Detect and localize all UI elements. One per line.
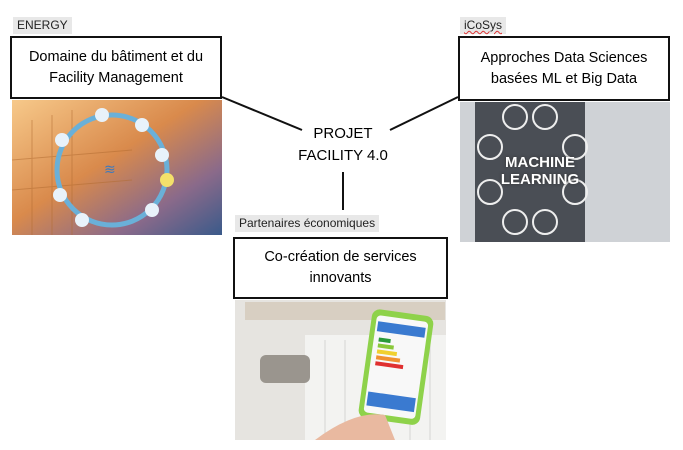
project-title-line2: FACILITY 4.0 xyxy=(298,147,388,164)
ml-image-text-2: LEARNING xyxy=(500,171,580,188)
machine-learning-image: MACHINE LEARNING xyxy=(460,102,670,242)
icosys-tag: iCoSys xyxy=(460,17,507,34)
icosys-title-line2: basées ML et Big Data xyxy=(490,70,638,87)
energy-title-line1: Domaine du bâtiment et du xyxy=(28,48,204,65)
ml-image-text-1: MACHINE xyxy=(505,154,575,171)
partners-tag: Partenaires économiques xyxy=(235,215,380,232)
icosys-box: Approches Data Sciences basées ML et Big … xyxy=(458,36,670,101)
connector-icosys xyxy=(389,96,459,131)
smart-thermostat-image xyxy=(235,300,446,440)
connector-energy xyxy=(221,96,303,131)
icosys-tag-text: iCoSys xyxy=(464,18,503,32)
icosys-title-line1: Approches Data Sciences xyxy=(480,49,648,66)
partners-title-line1: Co-création de services xyxy=(264,249,417,265)
svg-text:≋: ≋ xyxy=(104,162,116,178)
partners-title-line2: innovants xyxy=(309,270,372,286)
energy-box: Domaine du bâtiment et du Facility Manage… xyxy=(10,36,222,99)
energy-tag: ENERGY xyxy=(13,17,72,34)
energy-title-line2: Facility Management xyxy=(49,69,183,86)
smart-building-image: ≋ xyxy=(12,100,222,235)
partners-box: Co-création de services innovants xyxy=(233,237,448,299)
project-title: PROJET FACILITY 4.0 xyxy=(283,123,403,167)
project-title-line1: PROJET xyxy=(313,125,373,142)
